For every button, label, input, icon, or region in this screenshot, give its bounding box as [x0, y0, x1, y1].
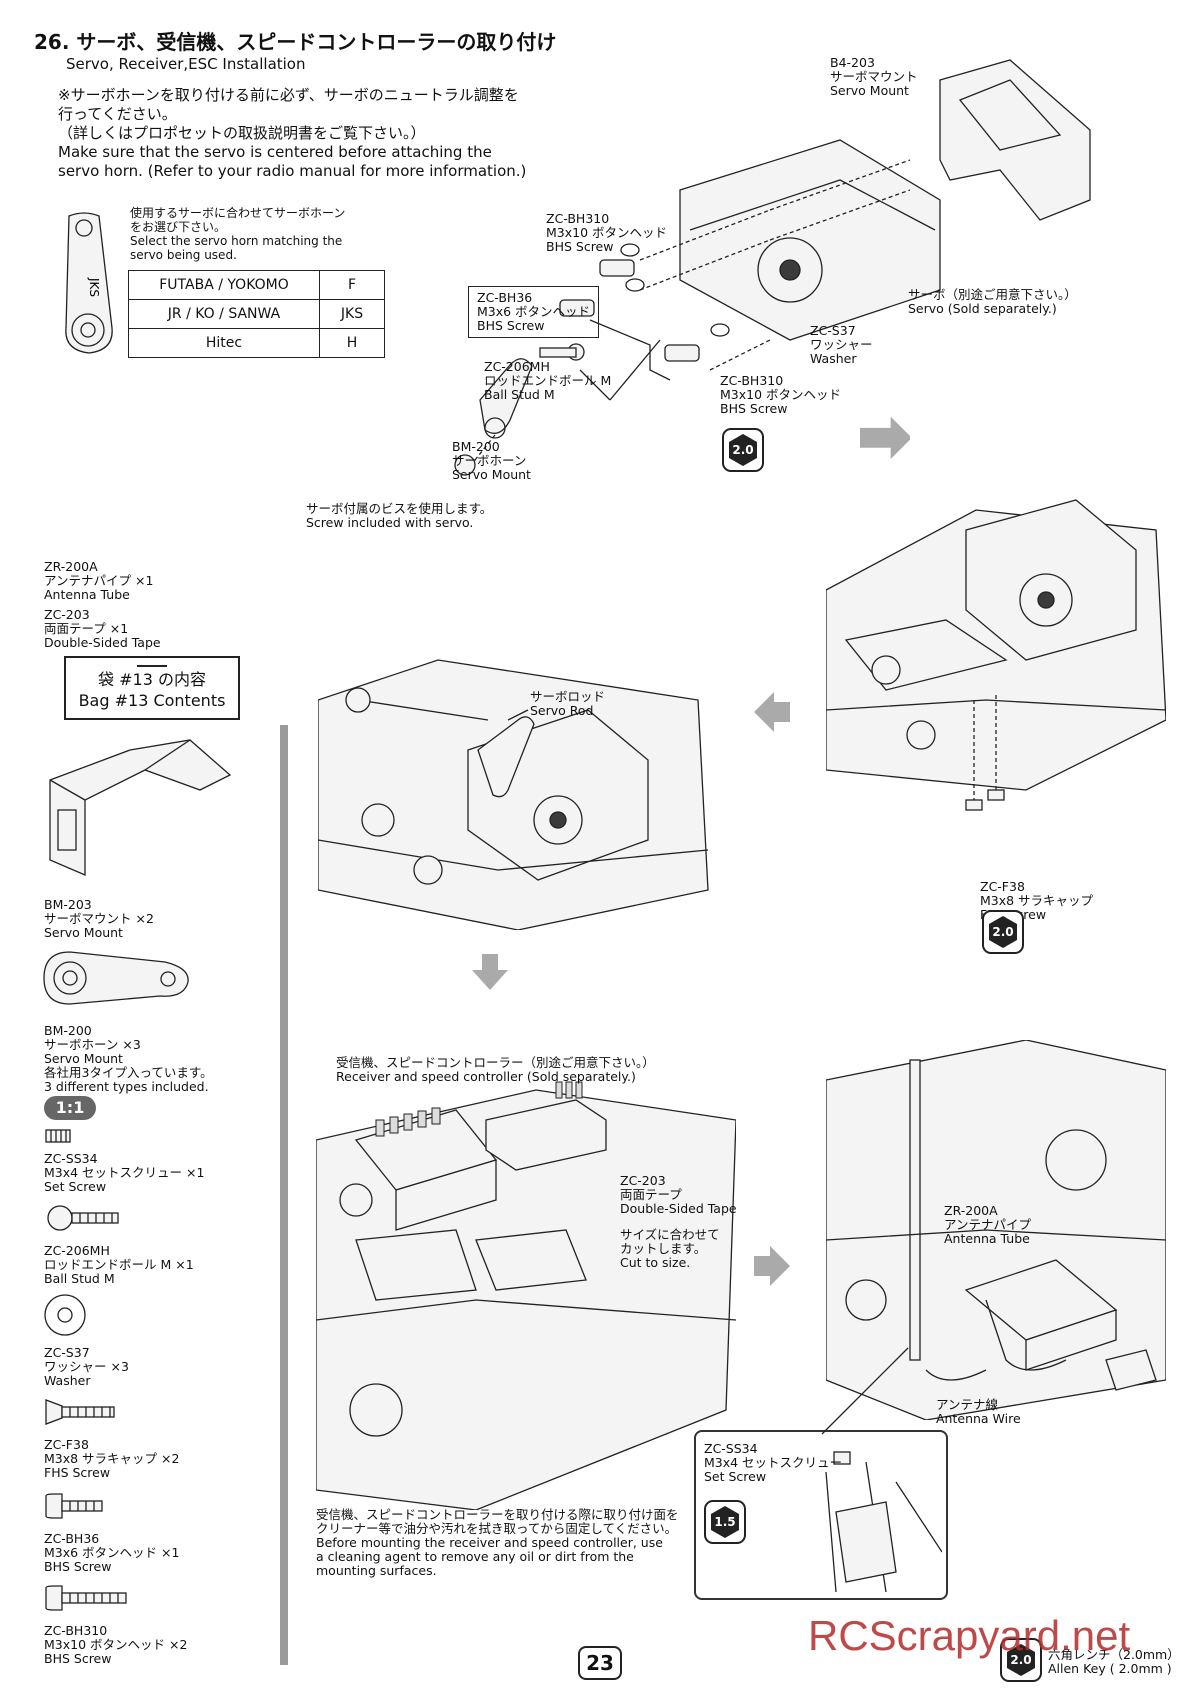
- step-arrow-2: [754, 692, 790, 732]
- servo-center-note: ※サーボホーンを取り付ける前に必ず、サーボのニュートラル調整を 行ってください。…: [58, 86, 527, 180]
- hex-wrench-2-0-icon-step2: 2.0: [982, 910, 1024, 954]
- set-screw-icon: [45, 1129, 71, 1143]
- label-cut-to-size: サイズに合わせてカットします。Cut to size.: [620, 1227, 720, 1270]
- cleaning-note: 受信機、スピードコントローラーを取り付ける際に取り付け面をクリーナー等で油分や汚…: [316, 1507, 679, 1578]
- svg-text:2.0: 2.0: [732, 443, 753, 457]
- servo-horn-jks-drawing: JKS: [65, 212, 113, 354]
- servo-rod-diagram: [318, 659, 709, 930]
- servo-exploded-diagram: [454, 59, 1091, 476]
- ball-stud-icon: [47, 1205, 119, 1231]
- bhs-screw-short-icon: [45, 1493, 103, 1519]
- page-title: 26. サーボ、受信機、スピードコントローラーの取り付け: [34, 30, 557, 54]
- chassis-servo-mounted-diagram: [826, 499, 1166, 811]
- fhs-screw-icon: [45, 1399, 115, 1425]
- set-screw-detail-panel: [694, 1430, 948, 1600]
- watermark: RCScrapyard.net: [808, 1612, 1131, 1659]
- svg-text:2.0: 2.0: [992, 925, 1013, 939]
- allen-key-icon: 2.0: [1000, 1638, 1042, 1682]
- bag-contents-box: 袋 #13 の内容 Bag #13 Contents: [64, 656, 240, 720]
- page-number: 23: [578, 1646, 622, 1680]
- label-servo: サーボ（別途ご用意下さい。）Servo (Sold separately.): [908, 287, 1077, 316]
- label-included-screw: サーボ付属のビスを使用します。Screw included with servo…: [306, 501, 493, 530]
- step-arrow-3: [472, 954, 508, 990]
- servo-horn-part-icon: [43, 951, 189, 1005]
- bhs-screw-long-icon: [45, 1585, 127, 1611]
- label-receiver-esc: 受信機、スピードコントローラー（別途ご用意下さい。）Receiver and s…: [336, 1055, 655, 1084]
- detail-leader-line: [821, 1347, 909, 1435]
- antenna-installation-diagram: [826, 1040, 1166, 1420]
- horn-mark: JKS: [87, 277, 101, 297]
- svg-text:2.0: 2.0: [1010, 1653, 1031, 1667]
- page-subtitle: Servo, Receiver,ESC Installation: [66, 55, 306, 73]
- step-arrow-4: [754, 1246, 790, 1286]
- svg-text:1.5: 1.5: [714, 1515, 735, 1529]
- hex-wrench-2-0-icon: 2.0: [722, 428, 764, 472]
- allen-key-legend: 六角レンチ（2.0mm）Allen Key ( 2.0mm ): [1048, 1647, 1180, 1676]
- receiver-esc-diagram: [316, 1081, 736, 1510]
- set-screw-detail-diagram: [825, 1451, 942, 1593]
- servo-mount-part-icon: [49, 739, 232, 876]
- washer-icon: [44, 1294, 86, 1336]
- step-arrow-1: [860, 416, 910, 460]
- sidebar-divider: [280, 725, 288, 1665]
- scale-badge: 1:1: [44, 1096, 96, 1120]
- horn-select-note: 使用するサーボに合わせてサーボホーンをお選び下さい。 Select the se…: [130, 206, 346, 262]
- hex-wrench-1-5-icon: 1.5: [704, 1500, 746, 1544]
